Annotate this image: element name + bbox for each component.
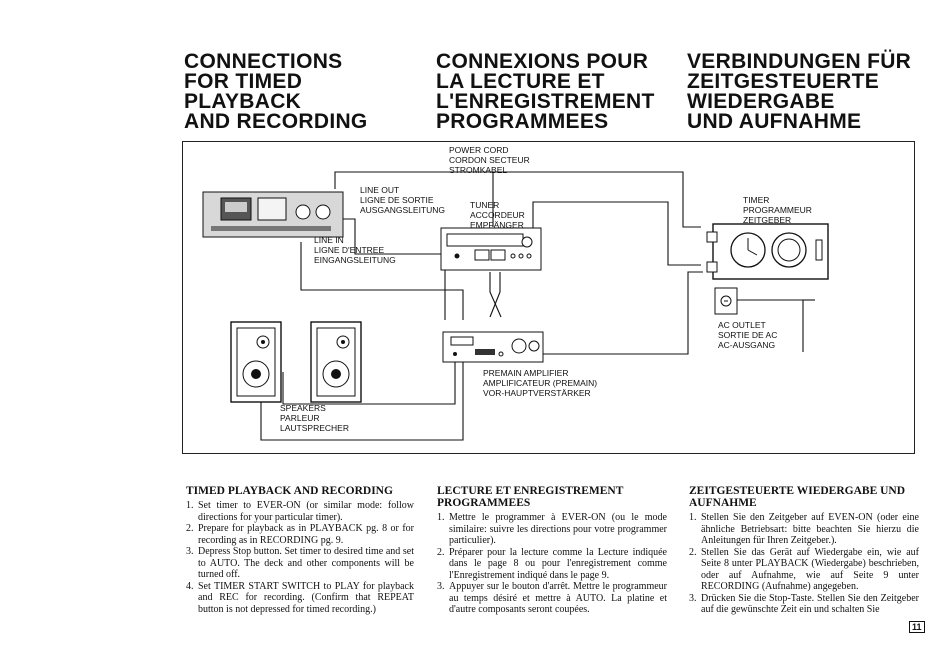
list-item: 2.Stellen Sie das Gerät auf Wiedergabe e… [689, 546, 919, 593]
speaker-right [310, 321, 362, 403]
cassette-deck [202, 191, 344, 238]
heading-english: CONNECTIONS FOR TIMED PLAYBACK AND RECOR… [184, 50, 368, 133]
heading-line: AND RECORDING [184, 110, 368, 133]
list-item: 4.Set TIMER START SWITCH to PLAY for pla… [186, 580, 414, 615]
heading-line: WIEDERGABE [687, 90, 835, 113]
line-out-cable [343, 218, 446, 320]
premain-amplifier-unit [442, 331, 544, 363]
section-title: LECTURE ET ENREGISTREMENT PROGRAMMEES [437, 485, 624, 509]
speaker-cable-right [282, 362, 456, 405]
heading-line: PROGRAMMEES [436, 110, 609, 133]
list-item: 1.Set timer to EVER-ON (or similar mode:… [186, 500, 414, 523]
section-title: TIMED PLAYBACK AND RECORDING [186, 485, 393, 497]
amp-power-line [533, 271, 703, 355]
ac-outlet-unit [714, 287, 738, 315]
heading-line: L'ENREGISTREMENT [436, 90, 655, 113]
list-item: 1.Stellen Sie den Zeitgeber auf EVEN-ON … [689, 512, 919, 546]
heading-line: VERBINDUNGEN FÜR [687, 50, 912, 73]
instruction-list: 1.Set timer to EVER-ON (or similar mode:… [186, 500, 414, 615]
heading-line: CONNECTIONS [184, 50, 343, 73]
speaker-left [230, 321, 282, 403]
column-german: ZEITGESTEUERTE WIEDERGABE UND AUFNAHME 1… [689, 485, 919, 616]
tuner-unit [440, 227, 542, 271]
list-item: 3.Depress Stop button. Set timer to desi… [186, 546, 414, 580]
heading-line: FOR TIMED [184, 70, 303, 93]
instruction-list: 1.Stellen Sie den Zeitgeber auf EVEN-ON … [689, 512, 919, 616]
heading-line: ZEITGESTEUERTE [687, 70, 880, 93]
heading-line: PLAYBACK [184, 90, 302, 113]
instruction-list: 1.Mettre le programmer à EVER-ON (ou le … [437, 512, 667, 616]
heading-german: VERBINDUNGEN FÜR ZEITGESTEUERTE WIEDERGA… [687, 50, 912, 133]
heading-line: UND AUFNAHME [687, 110, 862, 133]
heading-line: LA LECTURE ET [436, 70, 605, 93]
list-item: 2.Prepare for playback as in PLAYBACK pg… [186, 523, 414, 546]
list-item: 1.Mettre le programmer à EVER-ON (ou le … [437, 512, 667, 546]
timer-unit [706, 223, 829, 280]
section-title: ZEITGESTEUERTE WIEDERGABE UND AUFNAHME [689, 485, 906, 509]
heading-french: CONNEXIONS POUR LA LECTURE ET L'ENREGIST… [436, 50, 655, 133]
heading-line: CONNEXIONS POUR [436, 50, 649, 73]
list-item: 3.Drücken Sie die Stop-Taste. Stellen Si… [689, 592, 919, 616]
speaker-cable-left [260, 362, 464, 441]
column-french: LECTURE ET ENREGISTREMENT PROGRAMMEES 1.… [437, 485, 667, 616]
page-number: 11 [909, 621, 925, 633]
list-item: 2.Préparer pour la lecture comme la Lect… [437, 546, 667, 581]
power-cord-line [334, 171, 701, 228]
column-english: TIMED PLAYBACK AND RECORDING 1.Set timer… [186, 485, 414, 615]
tuner-power-line [532, 201, 701, 266]
list-item: 3.Appuyer sur le bouton d'arrêt. Mettre … [437, 581, 667, 615]
line-in-cable [300, 242, 464, 320]
